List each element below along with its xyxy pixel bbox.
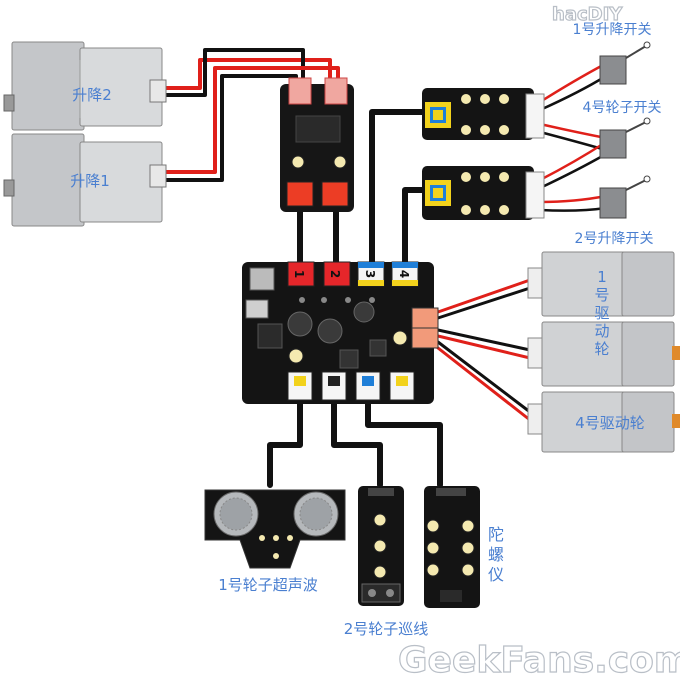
drive1-label-3: 驱 <box>594 304 609 322</box>
drive1-label-1: 1 <box>597 268 607 286</box>
gyro-label-3: 仪 <box>488 565 504 584</box>
switch2-lift-label: 2号升降开关 <box>575 231 654 247</box>
wire-lift1-black <box>163 74 298 182</box>
line-follower-sensor <box>358 486 404 606</box>
wire-sw1-red <box>538 62 607 104</box>
limit-switch-1 <box>599 41 651 85</box>
switch1-lift-label: 1号升降开关 <box>573 22 652 38</box>
wire-drive4-red <box>436 346 532 422</box>
gyro-label-1: 陀 <box>488 525 504 544</box>
wire-lift2-black <box>163 48 305 97</box>
port-top-2: 2 <box>323 261 351 287</box>
wire-drive3-black <box>436 328 532 352</box>
drive4-label: 4号驱动轮 <box>575 414 645 432</box>
switch4-wheel-label: 4号轮子开关 <box>583 100 662 116</box>
cable-switch-adapter2 <box>402 187 428 268</box>
drive1-label-4: 动 <box>594 322 609 340</box>
main-control-board: 1 2 3 4 <box>242 261 439 404</box>
wire-lift1-red <box>163 66 340 174</box>
lift1-label: 升降1 <box>70 172 110 190</box>
wire-drive1-red <box>436 278 532 314</box>
watermark-top: hacDIY <box>552 4 623 25</box>
limit-switch-2 <box>599 175 651 219</box>
ultrasonic-label: 1号轮子超声波 <box>218 576 318 594</box>
drive1-label-2: 号 <box>594 286 609 304</box>
drive-motor-4 <box>527 391 680 453</box>
drive1-label-5: 轮 <box>594 340 609 358</box>
cable-gyro <box>365 397 443 488</box>
ultrasonic-sensor <box>204 489 346 569</box>
gyro-label-2: 螺 <box>488 545 504 564</box>
port-top-1: 1 <box>287 261 315 287</box>
lift2-label: 升降2 <box>72 86 112 104</box>
switch-adapter-1 <box>422 88 545 140</box>
motor-driver-module <box>280 77 354 212</box>
watermark-bottom: GeekFans.com <box>398 640 680 680</box>
switch-adapter-2 <box>422 166 545 220</box>
linefollow-label: 2号轮子巡线 <box>344 620 429 638</box>
port-bottom-2 <box>321 371 347 401</box>
wire-sw2b-red <box>538 194 608 204</box>
wire-sw2a-red <box>538 140 608 182</box>
port-bottom-1 <box>287 371 313 401</box>
cable-switch-adapter1 <box>369 109 428 268</box>
port-bottom-4 <box>389 371 415 401</box>
port-top-3: 3 <box>357 261 385 287</box>
port-top-3-label: 3 <box>363 270 377 278</box>
lift-motor-1: 升降1 <box>3 133 167 227</box>
port-top-1-label: 1 <box>292 270 306 278</box>
wire-drive3-red <box>436 334 532 360</box>
port-top-4-label: 4 <box>397 270 411 278</box>
lift-motor-2: 升降2 <box>3 41 167 131</box>
cable-ultrasonic <box>267 397 303 488</box>
port-top-2-label: 2 <box>328 270 342 278</box>
port-top-4: 4 <box>391 261 419 287</box>
port-bottom-3 <box>355 371 381 401</box>
limit-switch-4 <box>599 117 651 159</box>
wire-drive4-black <box>436 340 532 414</box>
wire-sw2b-black <box>538 206 608 212</box>
cable-linefollow <box>331 397 383 488</box>
wire-sw2a-black <box>538 152 608 190</box>
drive-motor-3 <box>527 321 680 387</box>
gyro-sensor <box>424 486 480 608</box>
drive-motor-1 <box>527 251 675 317</box>
wire-drive1-black <box>436 286 532 320</box>
